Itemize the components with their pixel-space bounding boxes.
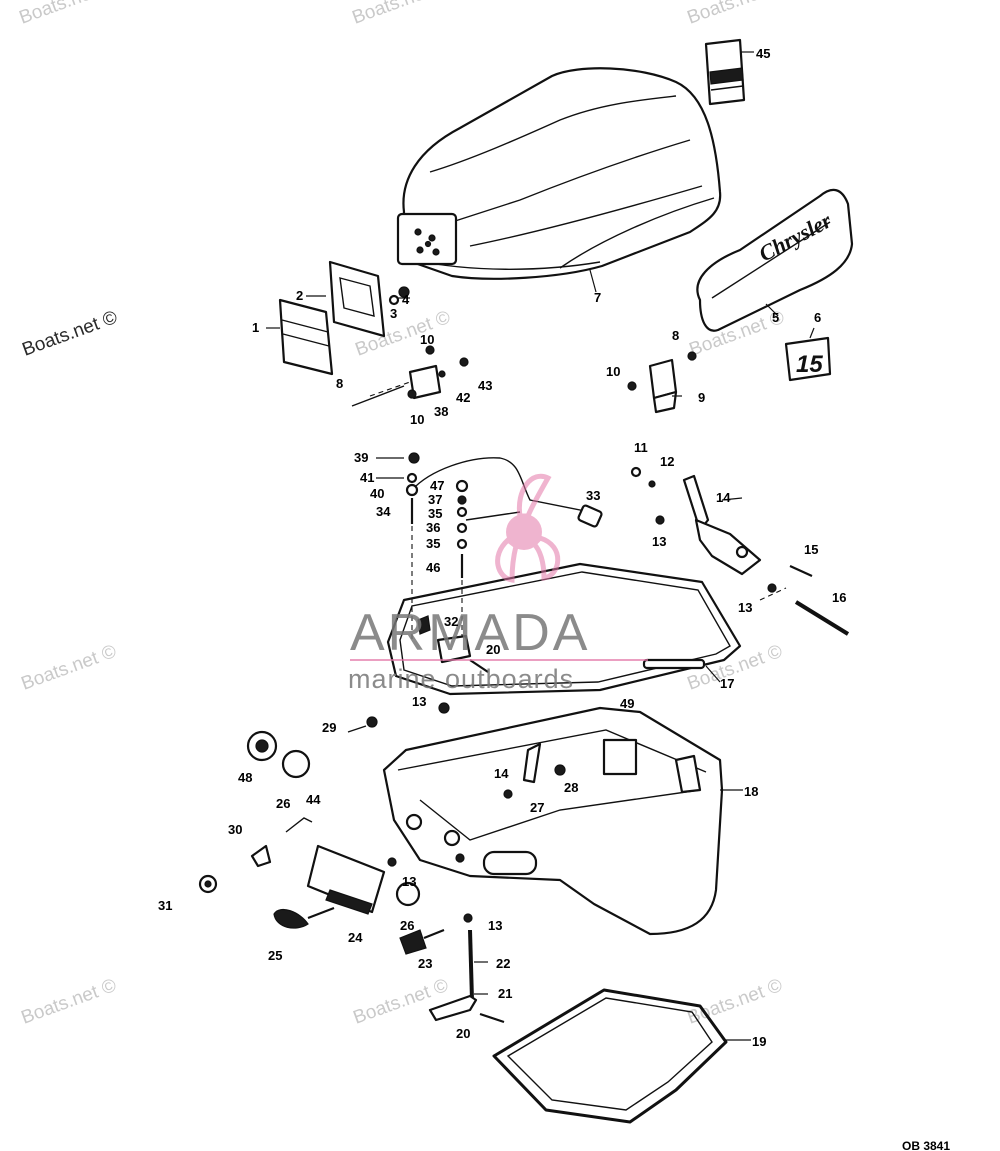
armada-propeller-logo (495, 473, 561, 583)
callout-42: 42 (456, 390, 470, 405)
callout-18: 18 (744, 784, 758, 799)
callout-38: 38 (434, 404, 448, 419)
callout-13: 13 (402, 874, 416, 889)
callout-24: 24 (348, 930, 363, 945)
callout-6: 6 (814, 310, 821, 325)
callout-44: 44 (306, 792, 321, 807)
callout-35: 35 (426, 536, 440, 551)
callout-14: 14 (716, 490, 731, 505)
side-fittings (198, 702, 505, 1024)
callout-47: 47 (430, 478, 444, 493)
callout-13: 13 (412, 694, 426, 709)
callout-26: 26 (276, 796, 290, 811)
callout-26: 26 (400, 918, 414, 933)
seal-19 (492, 988, 728, 1124)
watermark: Boats.net © (19, 975, 120, 1029)
callout-10: 10 (606, 364, 620, 379)
decal-6: 15 (784, 336, 832, 382)
top-cowl (396, 67, 722, 280)
throttle-linkage (630, 466, 850, 636)
callout-28: 28 (564, 780, 578, 795)
callout-16: 16 (832, 590, 846, 605)
callout-46: 46 (426, 560, 440, 575)
callout-36: 36 (426, 520, 440, 535)
callout-20: 20 (456, 1026, 470, 1041)
catch-32 (417, 615, 489, 673)
watermark: Boats.net © (17, 0, 118, 29)
callout-20: 20 (486, 642, 500, 657)
callout-23: 23 (418, 956, 432, 971)
decal-45 (704, 38, 746, 106)
plate-1 (278, 298, 334, 376)
callout-9: 9 (698, 390, 705, 405)
logo-subtitle: marine outboards (348, 664, 574, 694)
watermark: Boats.net © (19, 641, 120, 695)
callout-34: 34 (376, 504, 391, 519)
callout-10: 10 (420, 332, 434, 347)
callout-39: 39 (354, 450, 368, 465)
latch-bracket-9 (627, 351, 697, 414)
callout-13: 13 (738, 600, 752, 615)
fastener-3-4 (388, 286, 410, 306)
callout-5: 5 (772, 310, 779, 325)
callout-32: 32 (444, 614, 458, 629)
lower-cowl (382, 706, 724, 936)
watermark: Boats.net © (350, 0, 451, 29)
callout-22: 22 (496, 956, 510, 971)
callout-30: 30 (228, 822, 242, 837)
drawing-code: OB 3841 (902, 1139, 950, 1151)
callout-25: 25 (268, 948, 282, 963)
callout-41: 41 (360, 470, 374, 485)
callout-8: 8 (336, 376, 343, 391)
callout-13: 13 (488, 918, 502, 933)
plate-2 (328, 260, 386, 338)
callout-labels: 45 7 2 4 3 1 5 6 10 8 43 42 38 10 8 10 9… (158, 46, 846, 1049)
callout-43: 43 (478, 378, 492, 393)
callout-1: 1 (252, 320, 259, 335)
armada-watermark: ARMADA marine outboards (348, 604, 648, 694)
callout-12: 12 (660, 454, 674, 469)
callout-7: 7 (594, 290, 601, 305)
callout-48: 48 (238, 770, 252, 785)
callout-35: 35 (428, 506, 442, 521)
callout-17: 17 (720, 676, 734, 691)
callout-21: 21 (498, 986, 512, 1001)
latch-bracket-upper (351, 345, 469, 407)
logo-title: ARMADA (350, 604, 590, 662)
callout-13: 13 (652, 534, 666, 549)
callout-45: 45 (756, 46, 770, 61)
callout-37: 37 (428, 492, 442, 507)
seal-17 (386, 562, 742, 696)
leader-lines (266, 51, 815, 1041)
side-cover-5: Chrysler (696, 188, 854, 332)
watermark: Boats.net © (685, 975, 786, 1029)
callout-11: 11 (634, 440, 648, 455)
callout-10: 10 (410, 412, 424, 427)
callout-49: 49 (620, 696, 634, 711)
callout-14: 14 (494, 766, 509, 781)
callout-33: 33 (586, 488, 600, 503)
callout-15: 15 (804, 542, 818, 557)
callout-2: 2 (296, 288, 303, 303)
callout-27: 27 (530, 800, 544, 815)
callout-40: 40 (370, 486, 384, 501)
watermark: Boats.net © (20, 307, 121, 361)
callout-4: 4 (402, 292, 410, 307)
callout-19: 19 (752, 1034, 766, 1049)
decal-number: 15 (796, 351, 823, 378)
watermark: Boats.net © (685, 0, 786, 29)
callout-8: 8 (672, 328, 679, 343)
callout-29: 29 (322, 720, 336, 735)
callout-3: 3 (390, 306, 397, 321)
callout-31: 31 (158, 898, 172, 913)
